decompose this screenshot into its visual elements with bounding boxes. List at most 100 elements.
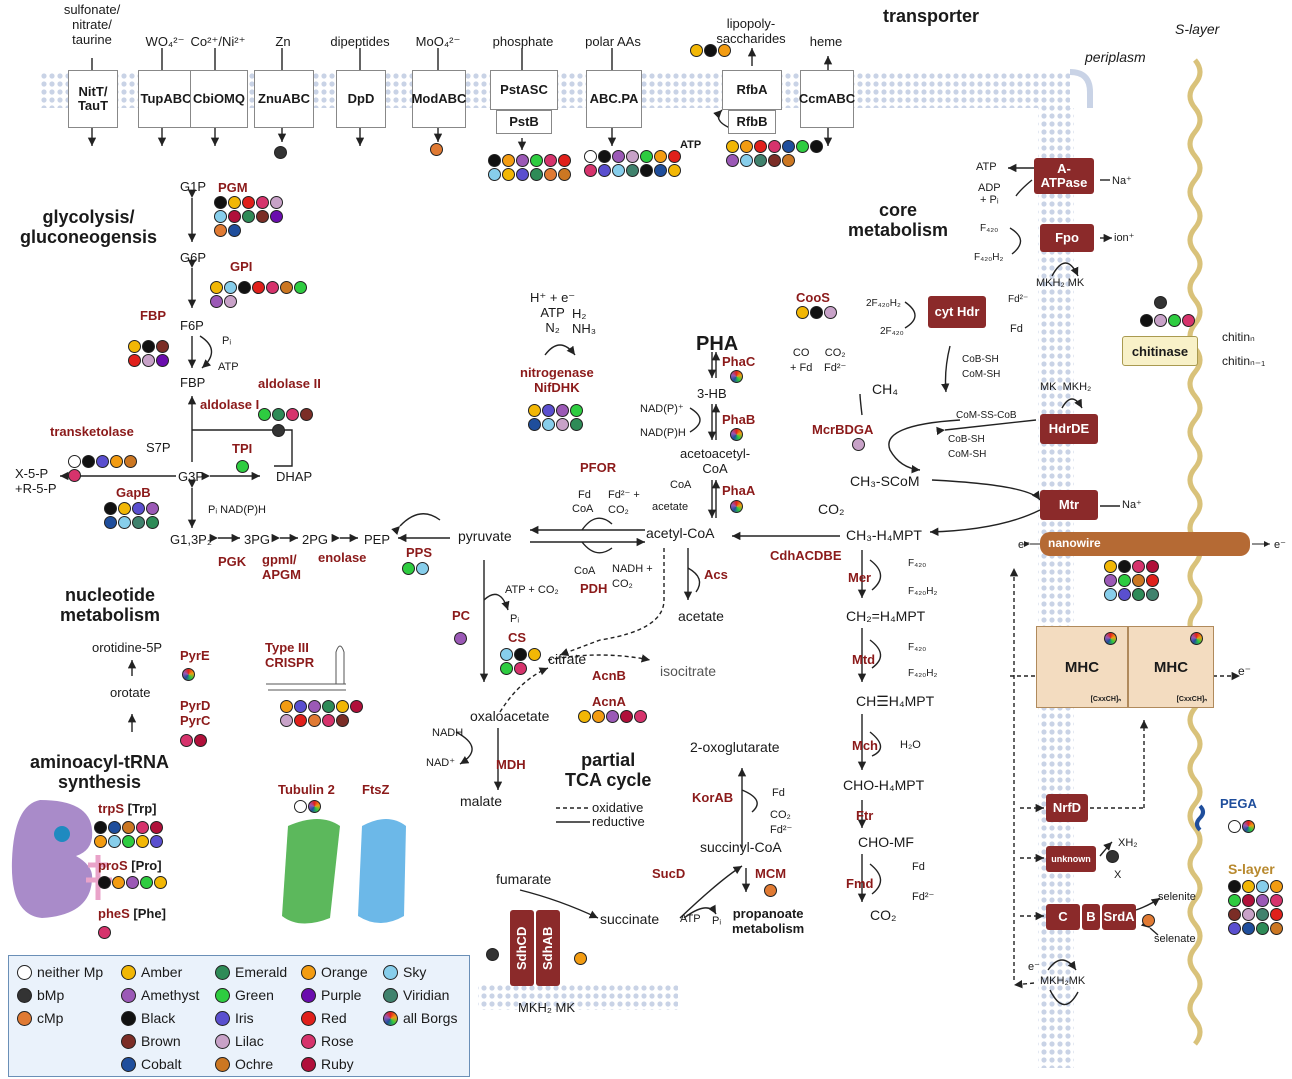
genome-dot-red	[558, 154, 571, 167]
genome-dot-brown	[300, 408, 313, 421]
genome-dot-green	[1228, 894, 1241, 907]
legend-swatch-icon	[301, 1033, 316, 1049]
dot-group-31	[1154, 296, 1168, 309]
s-layer-protein-label: S-layer	[1228, 861, 1275, 877]
genome-dot-bmp	[1154, 296, 1167, 309]
periplasm-e: e⁻	[1028, 961, 1040, 973]
dot-group-39	[486, 948, 500, 961]
genome-dot-iris	[598, 164, 611, 177]
metabolite-ch-h4mpt: CH☰H₄MPT	[856, 693, 935, 709]
genome-dot-iris	[150, 835, 163, 848]
genome-dot-viridian	[1146, 588, 1159, 601]
genome-dot-amber	[336, 700, 349, 713]
com-ss-cob: CoM-SS-CoB	[956, 410, 1017, 421]
legend-item: cMp	[17, 1010, 63, 1026]
genome-dot-green	[258, 408, 271, 421]
fpo-mk: MKH₂ MK	[1036, 277, 1085, 289]
transporter-box-7: ABC.PA	[586, 70, 642, 128]
genome-dot-ruby	[150, 821, 163, 834]
crispr-array-icon	[266, 645, 346, 691]
legend-swatch-icon	[17, 987, 32, 1003]
enzyme-cs: CS	[508, 630, 527, 645]
legend-item: all Borgs	[383, 1010, 457, 1026]
genome-dot-green	[570, 404, 583, 417]
enzyme-pdh: PDH	[580, 581, 608, 596]
dot-group-0	[214, 196, 284, 237]
legend-item: Red	[301, 1010, 347, 1026]
genome-dot-rose	[514, 662, 527, 675]
legend-item: Sky	[383, 964, 426, 980]
genome-dot-bmp	[272, 424, 285, 437]
metabolite-x5p-r5p: X-5-P +R-5-P	[15, 466, 57, 496]
genome-dot-amber	[136, 835, 149, 848]
nanowire-e-left: e⁻	[1018, 539, 1030, 551]
legend-swatch-icon	[215, 1033, 230, 1049]
selenate: selenate	[1154, 933, 1196, 945]
dot-group-4	[68, 455, 138, 482]
genome-dot-rose	[768, 140, 781, 153]
enzyme-aldolase-ii: aldolase II	[258, 376, 321, 391]
metabolite-2-oxoglutarate: 2-oxoglutarate	[690, 739, 780, 755]
dot-group-14	[454, 632, 468, 645]
genome-dot-sky	[118, 516, 131, 529]
genome-dot-all-borgs	[730, 428, 743, 441]
dot-group-9	[584, 150, 682, 177]
enzyme-pgk: PGK	[218, 554, 247, 569]
genome-dot-amethyst	[726, 154, 739, 167]
genome-dot-ochre	[782, 154, 795, 167]
genome-dot-neither-mp	[294, 800, 307, 813]
genome-dot-black	[238, 281, 251, 294]
genome-dot-amethyst	[454, 632, 467, 645]
metabolite-acetyl-coa: acetyl-CoA	[646, 525, 715, 541]
transporter-box-8: RfbA	[722, 70, 782, 110]
genome-dot-red	[1146, 574, 1159, 587]
genome-dot-amethyst	[1104, 574, 1117, 587]
genome-dot-green	[796, 140, 809, 153]
genome-dot-ruby	[620, 710, 633, 723]
genome-dot-orange	[740, 140, 753, 153]
transporter-substrate-0: sulfonate/ nitrate/ taurine	[63, 2, 121, 47]
genome-dot-lilac	[280, 714, 293, 727]
legend-label: Red	[321, 1010, 347, 1026]
genome-dot-rose	[98, 926, 111, 939]
cyt-hdr-complex: cyt Hdr	[928, 296, 986, 328]
legend-label: Rose	[321, 1033, 354, 1049]
dot-group-1	[210, 281, 308, 308]
genome-dot-orange	[502, 154, 515, 167]
enzyme-fbp: FBP	[140, 308, 166, 323]
ftsz-label: FtsZ	[362, 782, 390, 797]
fpo-f420h2: F₄₂₀H₂	[974, 252, 1004, 263]
legend-label: Cobalt	[141, 1056, 182, 1072]
genome-dot-green	[1168, 314, 1181, 327]
genome-dot-red	[1270, 908, 1283, 921]
srda-c: C	[1046, 904, 1080, 930]
mdh-nadh: NADH	[432, 727, 464, 739]
genome-dot-purple	[270, 210, 283, 223]
dot-group-20	[182, 668, 196, 681]
dot-group-21	[180, 734, 208, 747]
sdhab-complex: SdhAB	[536, 910, 560, 986]
genome-dot-orange	[94, 835, 107, 848]
metabolite-acetate: acetate	[678, 608, 724, 624]
dot-group-38	[574, 952, 588, 965]
enzyme-acnb: AcnB	[592, 668, 626, 683]
dot-group-26	[280, 700, 364, 727]
legend-swatch-icon	[121, 1033, 136, 1049]
genome-dot-black	[1118, 560, 1131, 573]
genome-dot-black	[82, 455, 95, 468]
genome-dot-ruby	[194, 734, 207, 747]
a-atpase-atp: ATP	[976, 161, 997, 173]
mtr-na: Na⁺	[1122, 499, 1142, 511]
transporter-subunit-8: RfbB	[728, 110, 776, 134]
pdh-coa: CoA	[574, 565, 596, 577]
metabolite-ch3-h4mpt: CH₃-H₄MPT	[846, 527, 922, 543]
genome-dot-brown	[1228, 908, 1241, 921]
hdrde-mk: MK MKH₂	[1040, 381, 1092, 393]
legend-label: bMp	[37, 987, 65, 1003]
cofactor-nadph: NAD(P)H	[640, 427, 686, 439]
srda-a: SrdA	[1102, 904, 1136, 930]
metabolite-2pg: 2PG	[302, 532, 329, 547]
legend-label: neither Mp	[37, 964, 104, 980]
dot-group-10	[690, 44, 732, 57]
